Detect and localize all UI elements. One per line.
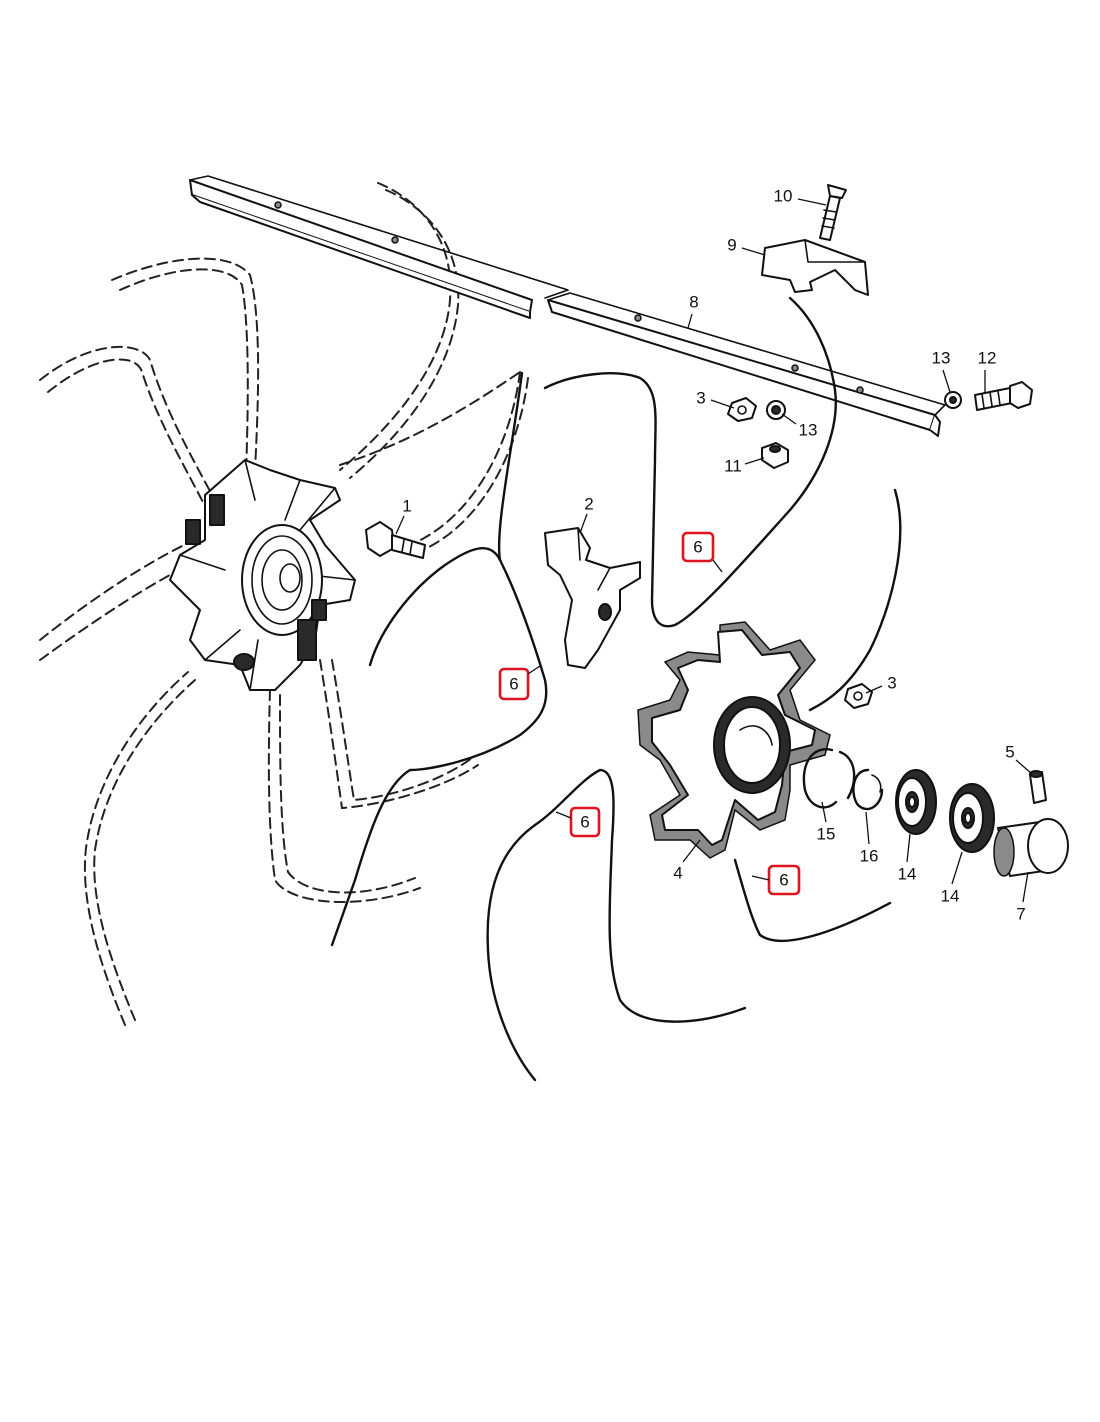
bolt-1 <box>365 521 426 559</box>
callout-5: 5 <box>1005 743 1014 762</box>
shaft-7 <box>993 818 1069 877</box>
circlip-15 <box>802 748 856 809</box>
callout-1: 1 <box>402 497 411 516</box>
bolt-10 <box>819 184 847 241</box>
callout-3-lower: 3 <box>887 674 896 693</box>
callout-6-b: 6 <box>509 675 518 694</box>
callout-6-d: 6 <box>779 871 788 890</box>
callout-13-lower: 13 <box>799 421 818 440</box>
highlight-box-6a <box>681 531 715 563</box>
pin-5 <box>1029 770 1047 804</box>
callout-2: 2 <box>584 495 593 514</box>
callout-14-b: 14 <box>941 887 960 906</box>
callout-7: 7 <box>1016 905 1025 924</box>
callout-4: 4 <box>673 864 682 883</box>
bearing-14a <box>895 769 937 835</box>
callout-12: 12 <box>978 349 997 368</box>
hub-2 <box>544 527 641 669</box>
hub-plate-4 <box>637 621 831 859</box>
callout-13-top: 13 <box>932 349 951 368</box>
callout-6-a: 6 <box>693 538 702 557</box>
highlight-box-6b <box>498 667 530 701</box>
clamp-9 <box>761 239 869 296</box>
callout-11: 11 <box>724 457 742 476</box>
callout-9: 9 <box>727 236 736 255</box>
bar-8 <box>189 175 946 437</box>
rear-hub <box>169 459 356 691</box>
ghost-assembly <box>39 182 529 1026</box>
callout-14-a: 14 <box>898 865 917 884</box>
callout-10: 10 <box>774 187 793 206</box>
callouts: 1 2 3 3 4 5 7 8 9 10 11 12 13 13 14 14 1… <box>395 187 1033 924</box>
callout-15: 15 <box>817 825 836 844</box>
circlip-16 <box>852 768 884 811</box>
bearing-14b <box>949 783 995 853</box>
callout-3-top: 3 <box>696 389 705 408</box>
callout-16: 16 <box>860 847 879 866</box>
hardware-nuts-washers <box>727 381 1033 709</box>
tines-6 <box>330 296 902 1082</box>
callout-8: 8 <box>689 293 698 312</box>
highlight-box-6c <box>569 806 601 838</box>
callout-6-c: 6 <box>580 813 589 832</box>
